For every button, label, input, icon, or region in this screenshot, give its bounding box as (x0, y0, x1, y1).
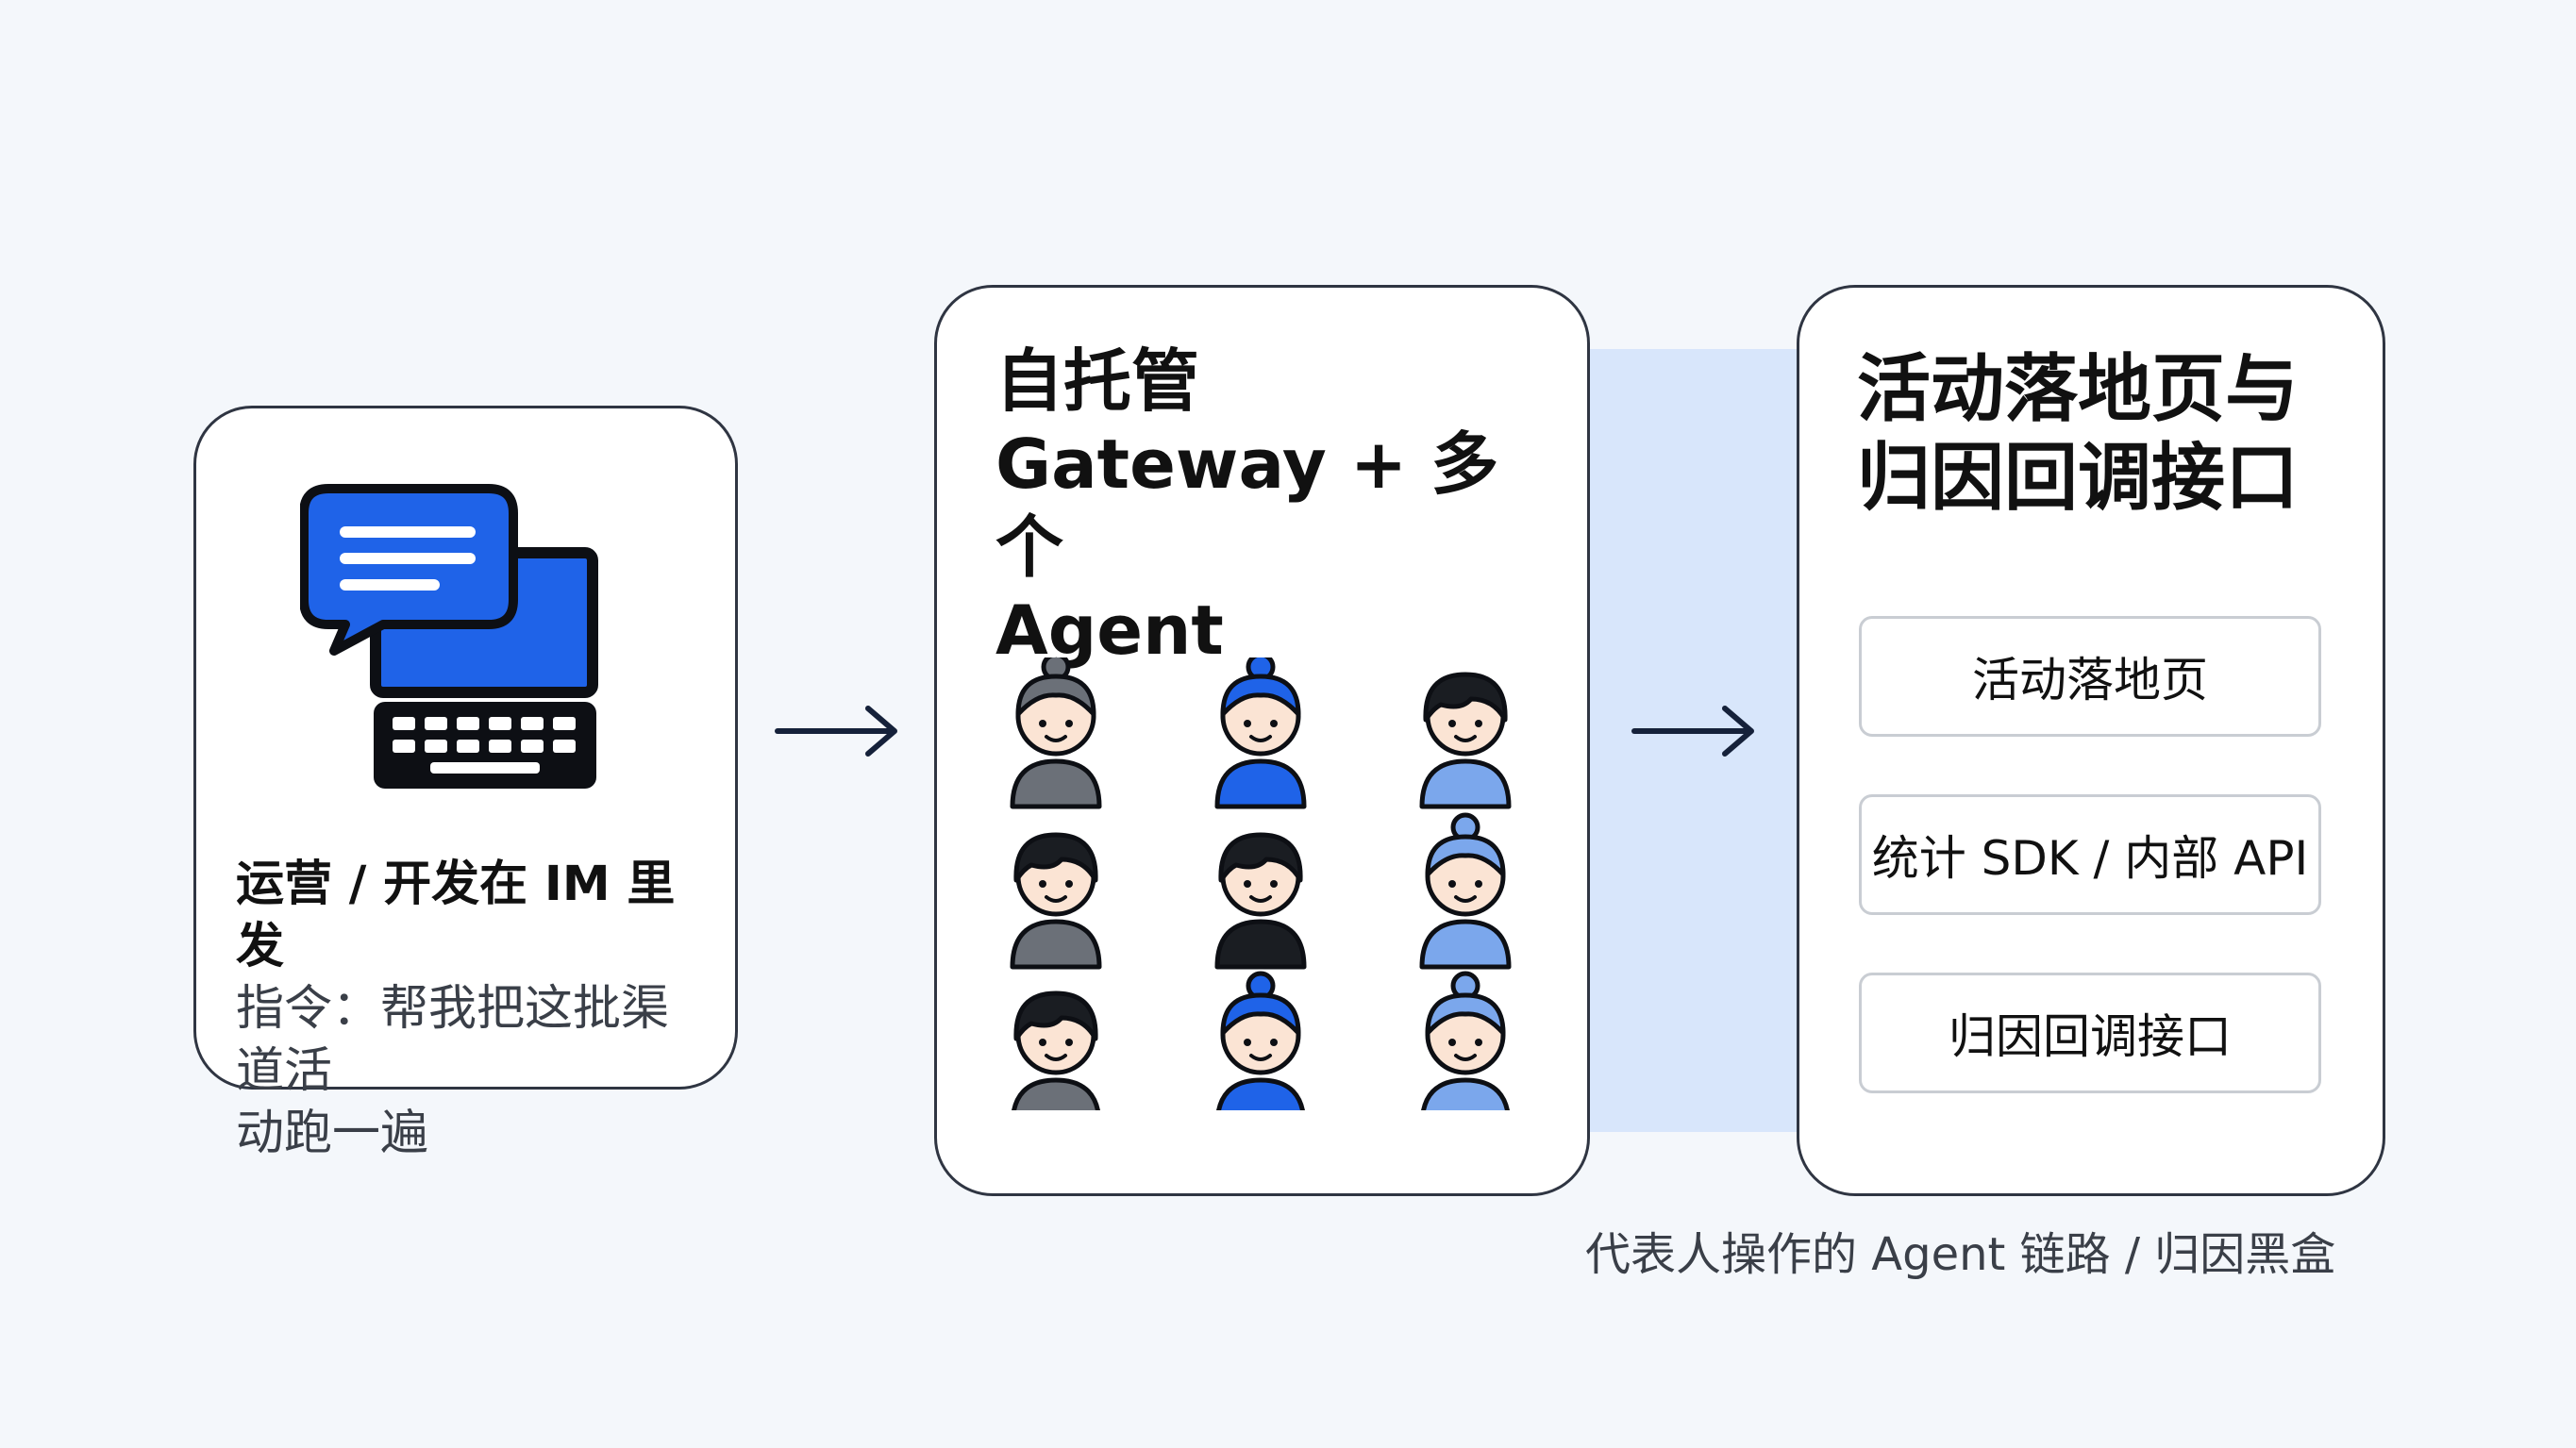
agent-avatar-icon (1217, 657, 1304, 807)
gateway-title-line1: 自托管 (995, 341, 1200, 421)
im-command-text: 运营 / 开发在 IM 里发 指令：帮我把这批渠道活 动跑一遍 (236, 854, 708, 1165)
im-command-title: 运营 / 开发在 IM 里发 (236, 857, 676, 974)
diagram-caption: 代表人操作的 Agent 链路 / 归因黑盒 (1585, 1228, 2336, 1281)
service-sdk-api: 统计 SDK / 内部 API (1859, 794, 2321, 915)
arrow-right-icon (1631, 706, 1754, 757)
landing-callback-title: 活动落地页与 归因回调接口 (1857, 345, 2348, 523)
landing-callback-title-line1: 活动落地页与 (1857, 347, 2300, 432)
arrow-right-icon (775, 706, 897, 757)
agent-avatar-icon (1012, 835, 1099, 967)
agent-avatar-icon (1422, 974, 1509, 1110)
landing-callback-title-line2: 归因回调接口 (1857, 436, 2300, 521)
agent-avatar-icon (1422, 674, 1509, 807)
agent-avatar-icon (1012, 657, 1099, 807)
agent-avatar-icon (1012, 993, 1099, 1110)
gateway-title-line3: Agent (995, 591, 1224, 670)
gateway-title-line2: Gateway + 多个 (995, 424, 1499, 587)
agent-avatar-icon (1422, 815, 1509, 967)
im-command-line3: 动跑一遍 (236, 1106, 429, 1161)
gateway-title: 自托管 Gateway + 多个 Agent (995, 340, 1562, 672)
agent-avatar-icon (1217, 974, 1304, 1110)
chat-keyboard-icon (300, 484, 598, 789)
service-attribution-callback: 归因回调接口 (1859, 973, 2321, 1093)
agents-grid (993, 657, 1540, 1110)
connector-band (1590, 349, 1797, 1132)
service-landing-page: 活动落地页 (1859, 616, 2321, 737)
im-command-line2: 指令：帮我把这批渠道活 (236, 981, 670, 1099)
agent-avatar-icon (1217, 835, 1304, 967)
